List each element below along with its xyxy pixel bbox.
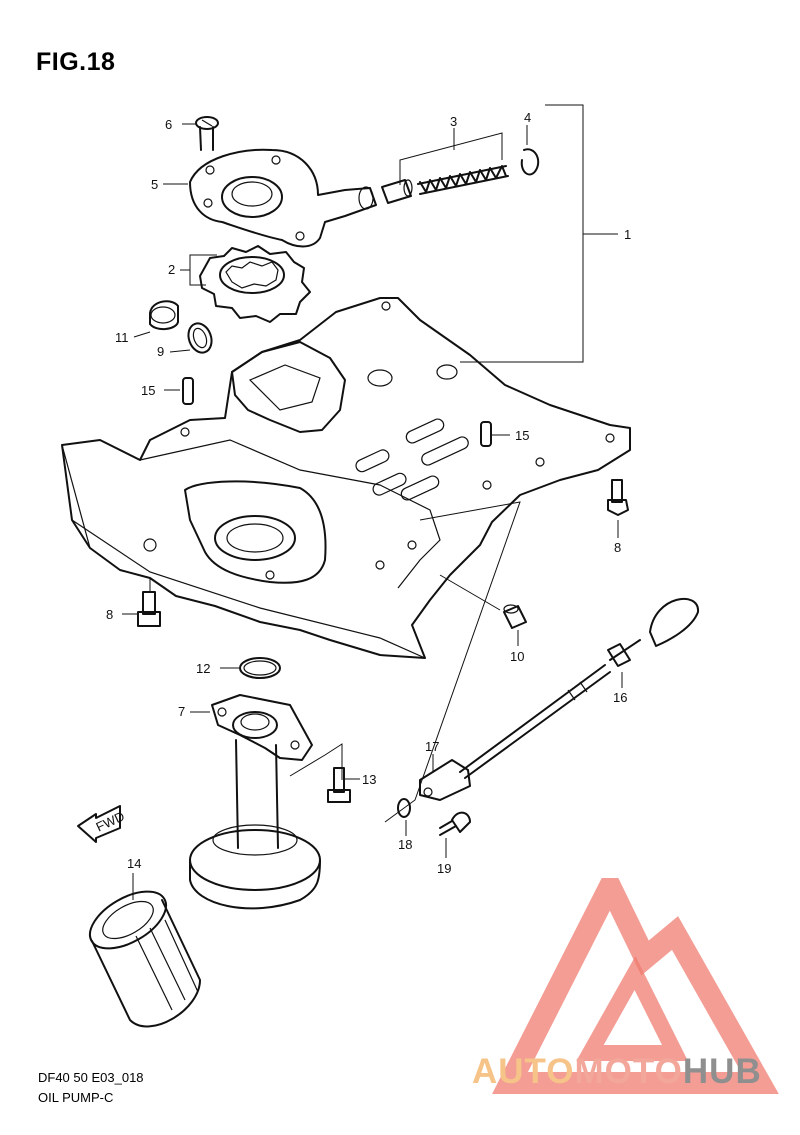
callout-16: 16	[613, 690, 627, 705]
dipstick-part-16	[459, 597, 700, 779]
callout-17: 17	[425, 739, 439, 754]
automotohub-logo-icon	[492, 878, 779, 1094]
callout-13: 13	[362, 772, 376, 787]
callout-9: 9	[157, 344, 164, 359]
pump-cover-part-5	[163, 148, 377, 248]
callout-2: 2	[168, 262, 175, 277]
figure-footer: DF40 50 E03_018 OIL PUMP-C	[38, 1068, 144, 1108]
rotor-gear-part-2	[180, 245, 311, 323]
figure-title: FIG.18	[36, 48, 116, 76]
callout-10: 10	[510, 649, 524, 664]
callout-5: 5	[151, 177, 158, 192]
callout-8-right: 8	[614, 540, 621, 555]
callout-15-right: 15	[515, 428, 529, 443]
callout-1: 1	[624, 227, 631, 242]
o-ring-part-12	[220, 657, 281, 679]
callout-3: 3	[450, 114, 457, 129]
callout-8-left: 8	[106, 607, 113, 622]
relief-valve-part-3	[381, 128, 509, 204]
callout-labels: 6 5 3 4 1 2 11 9 15 15 8 8 10 12 7 13 16…	[106, 110, 631, 876]
oil-filter-part-14	[89, 873, 201, 1028]
washer-part-18	[397, 798, 411, 836]
plug-part-11	[133, 300, 179, 338]
guide-part-17	[384, 501, 521, 823]
callout-11: 11	[115, 330, 129, 345]
filter-adaptor-part-7	[189, 694, 343, 910]
oil-pan-body	[61, 297, 631, 659]
stud-part-13	[327, 767, 360, 803]
dowel-pin-part-15-right	[480, 421, 510, 447]
dowel-pin-part-15-left	[164, 377, 194, 405]
callout-14: 14	[127, 856, 141, 871]
callout-6: 6	[165, 117, 172, 132]
pump-assembly-bracket	[460, 104, 618, 363]
svg-text:FWD: FWD	[94, 808, 127, 834]
forward-arrow-icon: FWD	[77, 805, 127, 843]
sleeve-part-10	[439, 574, 527, 646]
callout-7: 7	[178, 704, 185, 719]
drawing-name: OIL PUMP-C	[38, 1090, 114, 1105]
snap-ring-part-4	[520, 125, 540, 176]
callout-4: 4	[524, 110, 531, 125]
brand-hub: HUB	[682, 1052, 762, 1091]
bolt-part-19	[439, 811, 471, 858]
screw-part-6	[182, 116, 219, 151]
callout-19: 19	[437, 861, 451, 876]
callout-12: 12	[196, 661, 210, 676]
callout-18: 18	[398, 837, 412, 852]
brand-auto: AUTO	[472, 1052, 575, 1091]
bolt-part-8-left	[122, 578, 161, 627]
brand-moto: MOTO	[574, 1052, 683, 1091]
callout-15-left: 15	[141, 383, 155, 398]
drawing-code: DF40 50 E03_018	[38, 1070, 144, 1085]
o-ring-part-9	[169, 322, 213, 354]
watermark-brand: AUTOMOTOHUB	[472, 1052, 762, 1092]
bolt-part-8-right	[607, 479, 629, 538]
